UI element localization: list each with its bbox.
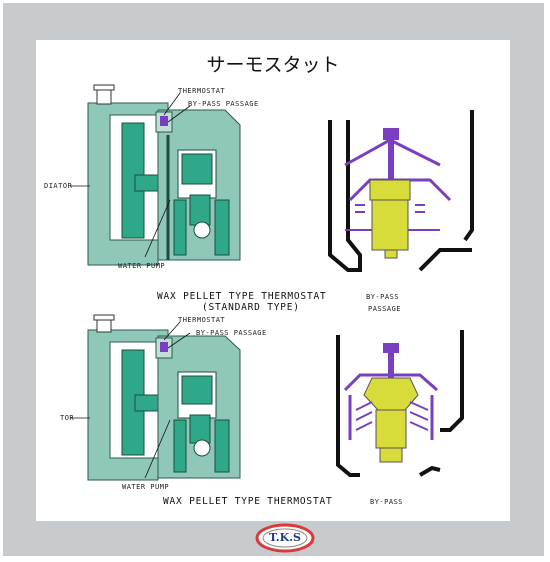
bottom-radiator-label: TOR — [60, 414, 75, 422]
top-thermostat-label: THERMOSTAT — [178, 87, 226, 95]
logo-text: T.K.S — [269, 531, 301, 544]
bottom-bypass-label: BY-PASS — [370, 498, 404, 506]
top-caption-line1: WAX PELLET TYPE THERMOSTAT — [157, 291, 327, 302]
bottom-bypass-passage-label: BY-PASS PASSAGE — [196, 329, 267, 337]
diagram-sheet: サーモスタット — [36, 40, 510, 521]
tks-logo-ring — [255, 523, 315, 553]
top-radiator-label: DIATOR — [44, 182, 73, 190]
top-engine-diagram — [70, 84, 241, 266]
page-title: サーモスタット — [206, 54, 340, 76]
bottom-engine-diagram — [70, 314, 241, 481]
bottom-water-pump-label: WATER PUMP — [122, 483, 170, 491]
bottom-caption-line1: WAX PELLET TYPE THERMOSTAT — [163, 496, 333, 507]
top-bypass-passage-label: BY-PASS PASSAGE — [188, 100, 259, 108]
top-water-pump-label: WATER PUMP — [118, 262, 166, 270]
top-bypass-label: BY-PASS — [366, 293, 400, 301]
top-passage-label: PASSAGE — [368, 305, 402, 313]
bottom-thermostat-label: THERMOSTAT — [178, 316, 226, 324]
tks-logo: T.K.S — [255, 523, 315, 553]
bottom-thermostat-detail — [336, 330, 464, 477]
top-thermostat-detail — [328, 110, 474, 272]
top-caption-line2: (STANDARD TYPE) — [202, 302, 300, 313]
